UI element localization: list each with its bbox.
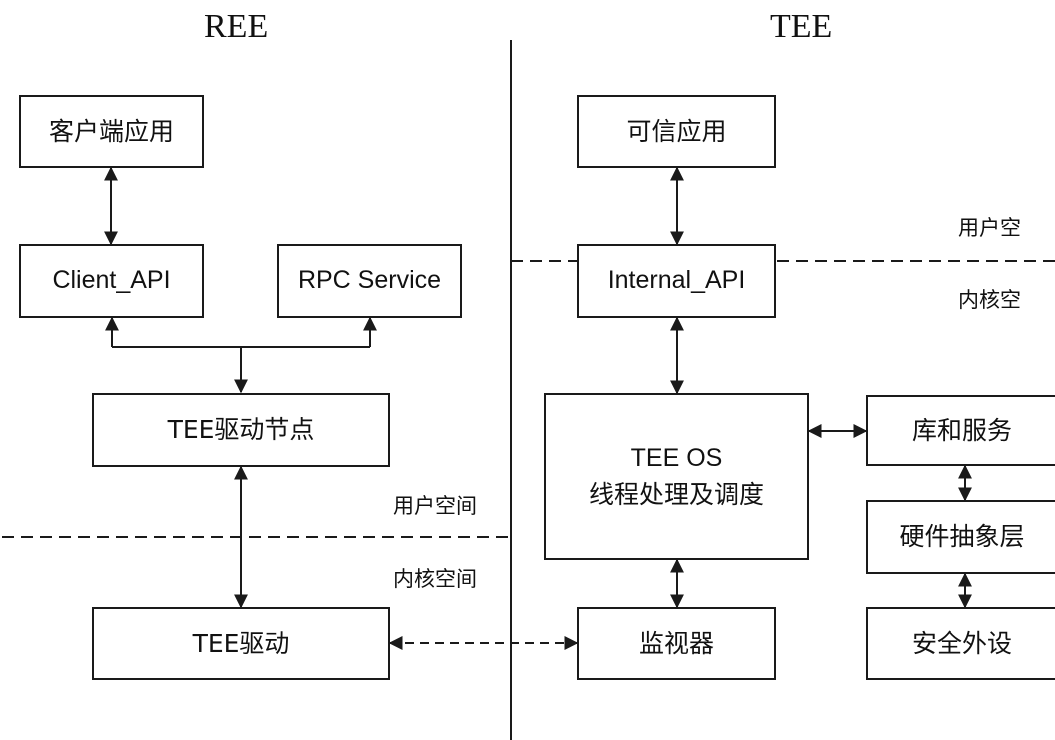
libs-services-label: 库和服务 — [911, 415, 1012, 445]
tee-driver-node-box: TEE驱动节点 — [92, 393, 390, 467]
tee-kernel-space-label: 内核空 — [958, 288, 1021, 312]
trusted-app-label: 可信应用 — [626, 116, 727, 146]
tee-os-box: TEE OS 线程处理及调度 — [544, 393, 809, 560]
rpc-service-box: RPC Service — [277, 244, 462, 318]
trusted-app-box: 可信应用 — [577, 95, 776, 168]
tee-os-subtitle: 线程处理及调度 — [588, 479, 764, 509]
tee-driver-node-label: TEE驱动节点 — [167, 415, 315, 445]
secure-peripheral-label: 安全外设 — [911, 628, 1012, 658]
tee-os-title: TEE OS — [630, 444, 723, 473]
tee-driver-box: TEE驱动 — [92, 607, 390, 680]
client-api-label: Client_API — [52, 266, 171, 295]
monitor-box: 监视器 — [577, 607, 776, 680]
rpc-service-label: RPC Service — [297, 266, 442, 295]
hal-label: 硬件抽象层 — [899, 522, 1025, 552]
monitor-label: 监视器 — [638, 628, 714, 658]
client-app-label: 客户端应用 — [48, 116, 174, 146]
secure-peripheral-box: 安全外设 — [866, 607, 1055, 680]
internal-api-label: Internal_API — [607, 266, 746, 295]
tee-title: TEE — [770, 8, 833, 45]
hal-box: 硬件抽象层 — [866, 500, 1055, 574]
libs-services-box: 库和服务 — [866, 395, 1055, 466]
ree-user-space-label: 用户空间 — [393, 494, 477, 518]
tee-user-space-label: 用户空 — [958, 216, 1021, 240]
client-app-box: 客户端应用 — [19, 95, 204, 168]
tee-driver-label: TEE驱动 — [192, 628, 290, 658]
client-api-box: Client_API — [19, 244, 204, 318]
ree-kernel-space-label: 内核空间 — [393, 567, 477, 591]
ree-title: REE — [204, 8, 269, 45]
internal-api-box: Internal_API — [577, 244, 776, 318]
